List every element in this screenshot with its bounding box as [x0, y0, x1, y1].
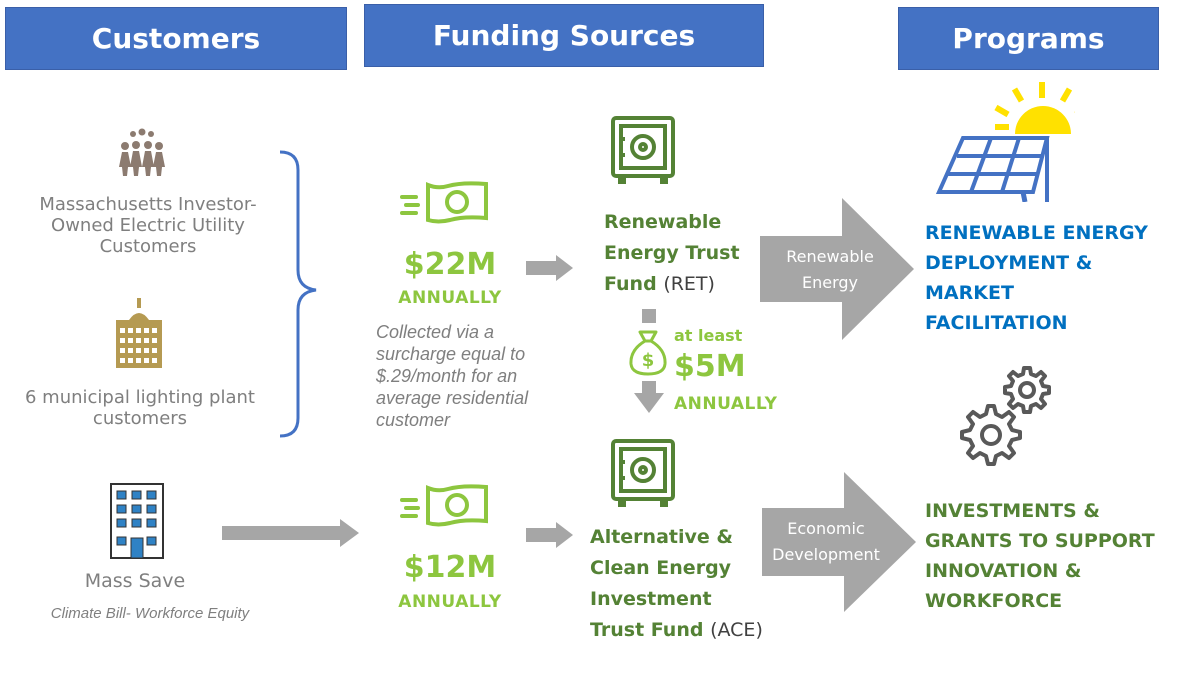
investment-program-line-3: INNOVATION &	[925, 560, 1082, 582]
ret-fund-line-1: Renewable	[604, 211, 722, 233]
investor-owned-customers-label: Massachusetts Investor-Owned Electric Ut…	[39, 194, 257, 257]
ace-fund-line-1: Alternative &	[590, 526, 733, 548]
funding-sources-header: Funding Sources	[364, 4, 764, 67]
ret-amount: $22M	[403, 247, 497, 282]
renewable-arrow-line-2: Energy	[801, 273, 858, 292]
investment-program-text: INVESTMENTS & GRANTS TO SUPPORT INNOVATI…	[925, 496, 1195, 616]
renewable-program-text: RENEWABLE ENERGY DEPLOYMENT & MARKET FAC…	[925, 218, 1185, 338]
money-bag-icon: $	[629, 330, 667, 376]
mass-save-label: Mass Save	[84, 570, 186, 592]
programs-header-label: Programs	[952, 22, 1105, 55]
svg-text:$: $	[642, 350, 655, 371]
ace-fund-line-3: Investment	[590, 588, 712, 610]
renewable-program-line-4: FACILITATION	[925, 312, 1068, 334]
investment-program-line-2: GRANTS TO SUPPORT	[925, 530, 1155, 552]
renewable-arrow-line-1: Renewable	[786, 247, 874, 266]
municipal-building-icon	[116, 298, 162, 368]
ret-period: ANNUALLY	[398, 288, 502, 308]
renewable-energy-arrow	[760, 198, 914, 340]
ace-arrow	[526, 522, 573, 548]
climate-bill-label: Climate Bill- Workforce Equity	[50, 605, 250, 622]
ace-amount: $12M	[403, 550, 497, 585]
money-icon-ace	[400, 484, 488, 527]
ret-fund-line-2: Energy Trust	[604, 242, 740, 264]
ret-fund-name: Renewable Energy Trust Fund (RET)	[604, 207, 764, 300]
renewable-program-line-2: DEPLOYMENT &	[925, 252, 1093, 274]
customers-header: Customers	[5, 7, 347, 70]
ace-fund-name: Alternative & Clean Energy Investment Tr…	[590, 522, 770, 646]
municipal-customers-label: 6 municipal lighting plant customers	[25, 387, 255, 429]
ace-fund-abbr: (ACE)	[710, 619, 763, 641]
programs-header: Programs	[898, 7, 1159, 70]
ret-arrow	[526, 255, 573, 281]
economic-development-arrow-label: Economic Development	[764, 516, 888, 568]
transfer-down-arrow	[634, 309, 664, 413]
investment-program-line-4: WORKFORCE	[925, 590, 1063, 612]
renewable-program-line-1: RENEWABLE ENERGY	[925, 222, 1148, 244]
customers-header-label: Customers	[91, 22, 261, 55]
ace-fund-line-2: Clean Energy	[590, 557, 732, 579]
surcharge-note: Collected via a surcharge equal to $.29/…	[376, 322, 529, 430]
solar-panel-icon	[935, 82, 1075, 202]
economic-arrow-line-1: Economic	[787, 519, 865, 538]
mass-save-arrow	[222, 519, 359, 547]
transfer-amount: $5M	[674, 349, 746, 384]
funding-sources-header-label: Funding Sources	[432, 19, 696, 52]
ace-period: ANNUALLY	[398, 592, 502, 612]
investment-program-line-1: INVESTMENTS &	[925, 500, 1100, 522]
customer-group-brace	[279, 150, 317, 438]
safe-icon	[611, 116, 675, 184]
ret-fund-abbr: (RET)	[663, 273, 715, 295]
ace-fund-line-4: Trust Fund	[590, 619, 704, 641]
economic-arrow-line-2: Development	[772, 545, 880, 564]
gears-icon	[960, 366, 1051, 466]
transfer-prefix: at least	[674, 326, 743, 345]
renewable-program-line-3: MARKET	[925, 282, 1014, 304]
people-icon	[119, 128, 165, 176]
renewable-energy-arrow-label: Renewable Energy	[770, 244, 890, 296]
ret-fund-line-3: Fund	[604, 273, 657, 295]
economic-development-arrow	[762, 472, 916, 612]
safe-icon-ace	[611, 439, 675, 507]
money-icon	[400, 181, 488, 224]
office-building-icon	[110, 483, 164, 559]
transfer-period: ANNUALLY	[674, 394, 778, 414]
